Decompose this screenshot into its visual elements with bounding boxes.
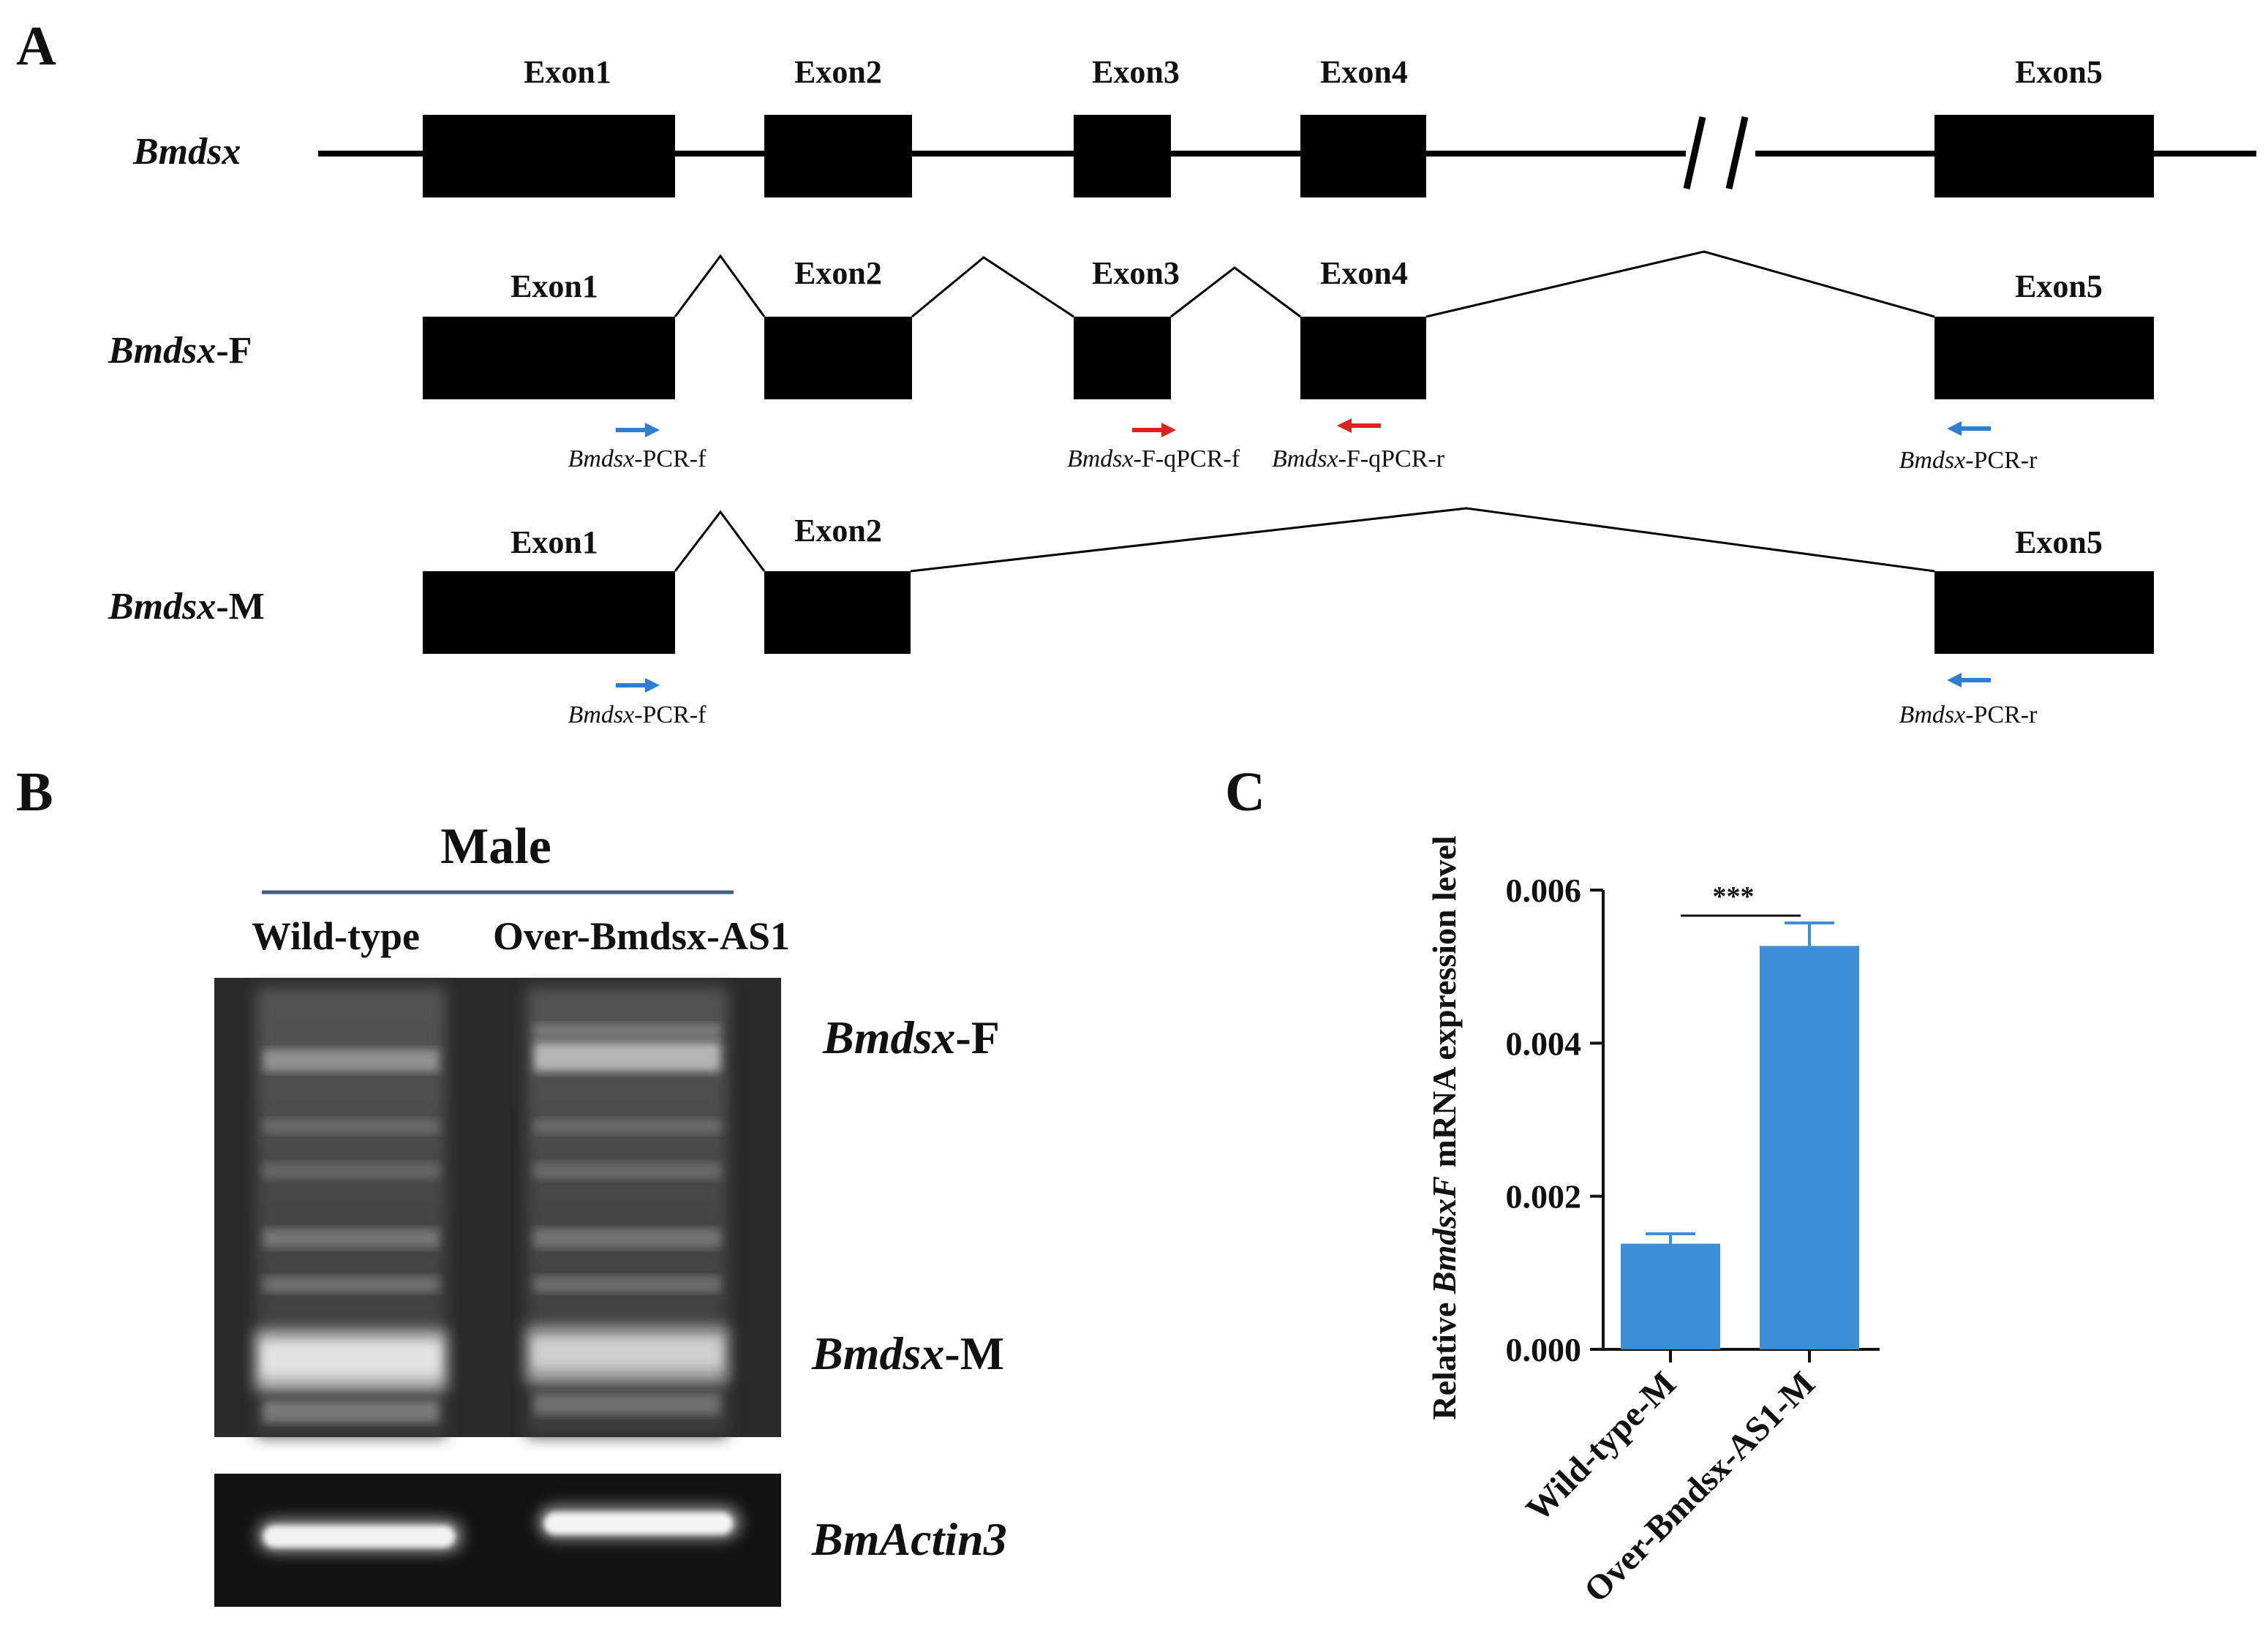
female-isoform-row: Bmdsx-F Exon1 Exon2 Exon3 Exon4 Exon5 Bm… xyxy=(108,250,2154,474)
y-tick-label: 0.004 xyxy=(1506,1025,1582,1062)
exon-label: Exon5 xyxy=(2015,54,2103,90)
primer-arrow-head xyxy=(1161,423,1176,437)
exon1-box xyxy=(423,115,675,197)
primer-label: Bmdsx-F-qPCR-f xyxy=(1067,445,1240,472)
exon-label: Exon5 xyxy=(2015,524,2103,560)
exon-label: Exon1 xyxy=(524,54,611,90)
male-isoform-row: Bmdsx-M Exon1 Exon2 Exon5 Bmdsx-PCR-f Bm… xyxy=(108,507,2154,728)
splice-junction xyxy=(1170,266,1301,318)
bar-chart: 0.0000.0020.0040.006Wild-type-MOver-Bmds… xyxy=(1425,836,1880,1610)
exon3-box xyxy=(1074,115,1171,197)
primer-arrow xyxy=(1947,673,1991,687)
splice-junction xyxy=(674,254,766,317)
break-mark xyxy=(1683,116,1706,189)
exon-label: Exon4 xyxy=(1320,54,1408,90)
primer-arrow-head xyxy=(645,678,660,693)
significance-label: *** xyxy=(1713,881,1755,912)
primer-label: Bmdsx-PCR-r xyxy=(1899,447,2038,474)
y-tick-label: 0.002 xyxy=(1506,1178,1582,1216)
exon-label: Exon4 xyxy=(1320,255,1408,291)
primer-label: Bmdsx-PCR-f xyxy=(568,445,707,472)
bar xyxy=(1621,1243,1720,1349)
row-label-bmdsx: Bmdsx xyxy=(132,131,241,173)
panel-label-c: C xyxy=(1225,761,1265,823)
primer-arrow xyxy=(1337,418,1381,433)
primer-label: Bmdsx-PCR-r xyxy=(1899,701,2038,728)
primer-label: Bmdsx-PCR-f xyxy=(568,701,707,728)
gene-structure-row: Bmdsx Exon1 Exon2 Exon3 Exon4 Exon5 xyxy=(132,54,2256,197)
primer-arrow-head xyxy=(1947,673,1962,687)
primer-arrow xyxy=(1132,423,1176,437)
exon-label: Exon2 xyxy=(794,513,882,549)
y-tick-label: 0.000 xyxy=(1506,1331,1582,1368)
exon-label: Exon2 xyxy=(794,54,882,90)
row-label-bmdsx-m: Bmdsx-M xyxy=(108,586,265,627)
exon-label: Exon1 xyxy=(511,524,598,560)
band-label-bmactin3: BmActin3 xyxy=(811,1513,1007,1565)
band-label-bmdsx-f: Bmdsx-F xyxy=(822,1011,1000,1063)
bar xyxy=(1760,946,1859,1349)
primer-arrow-head xyxy=(645,423,660,437)
panel-label-a: A xyxy=(16,15,56,77)
break-mark xyxy=(1725,116,1749,189)
exon5-box xyxy=(1934,317,2154,399)
x-category-label: Over-Bmdsx-AS1-M xyxy=(1577,1364,1823,1610)
gel-image-actin xyxy=(214,1474,781,1607)
exon5-box xyxy=(1934,115,2154,197)
exon2-box xyxy=(764,571,911,654)
panel-label-b: B xyxy=(16,761,53,823)
splice-junction xyxy=(1425,250,1935,318)
primer-label: Bmdsx-F-qPCR-r xyxy=(1272,445,1445,472)
gel-group-label: Male xyxy=(440,818,551,875)
exon1-box xyxy=(423,571,675,654)
exon-label: Exon3 xyxy=(1092,54,1180,90)
exon-label: Exon5 xyxy=(2015,268,2103,304)
exon2-box xyxy=(764,115,912,197)
exon3-box xyxy=(1074,317,1171,399)
primer-arrow-head xyxy=(1947,421,1962,436)
gel-image-main xyxy=(214,978,781,1437)
exon4-box xyxy=(1300,115,1426,197)
splice-junction xyxy=(910,507,1935,573)
exon4-box xyxy=(1300,317,1426,399)
band-label-bmdsx-m: Bmdsx-M xyxy=(811,1327,1004,1379)
y-tick-label: 0.006 xyxy=(1506,872,1582,909)
exon-label: Exon2 xyxy=(794,255,882,291)
primer-arrow xyxy=(616,678,660,693)
primer-arrow xyxy=(1947,421,1991,436)
row-label-bmdsx-f: Bmdsx-F xyxy=(108,330,252,372)
primer-arrow xyxy=(616,423,660,437)
splice-junction xyxy=(911,256,1074,318)
exon5-box xyxy=(1934,571,2154,654)
splice-junction xyxy=(674,510,766,572)
primer-arrow-head xyxy=(1337,418,1352,433)
y-axis-title: Relative BmdsxF mRNA expression level xyxy=(1425,836,1463,1420)
exon-label: Exon3 xyxy=(1092,255,1180,291)
lane-label-over-bmdsx-as1: Over-Bmdsx-AS1 xyxy=(493,914,790,958)
lane-label-wild-type: Wild-type xyxy=(252,914,420,958)
exon-label: Exon1 xyxy=(511,268,598,304)
exon1-box xyxy=(423,317,675,399)
exon2-box xyxy=(764,317,912,399)
